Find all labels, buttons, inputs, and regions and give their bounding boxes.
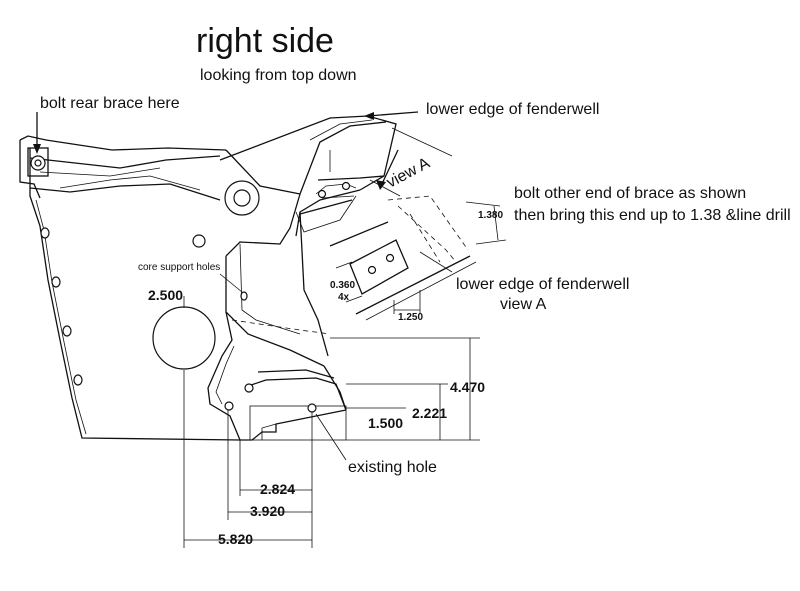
dim-2824: 2.824 <box>260 481 295 497</box>
view-a-extension-2 <box>369 179 401 197</box>
core-support-holes-label: core support holes <box>138 262 220 273</box>
dim-2221: 2.221 <box>412 405 447 421</box>
dim-5820: 5.820 <box>218 531 253 547</box>
brace-body <box>207 115 397 441</box>
large-hole-2500 <box>152 306 216 370</box>
view-a-arrow-label: view A <box>384 155 433 192</box>
dim-0360: 0.360 <box>330 280 355 291</box>
dim-3920: 3.920 <box>250 503 285 519</box>
dim-1250: 1.250 <box>398 312 423 323</box>
edge-holes <box>40 227 248 386</box>
view-a-arrowhead <box>376 180 386 190</box>
rear-brace-arrowhead <box>33 144 41 154</box>
dim-4x: 4x <box>338 292 350 303</box>
rear-brace-label: bolt rear brace here <box>40 95 180 112</box>
view-a-caption: view A <box>500 296 547 313</box>
core-support-outline <box>19 135 301 441</box>
rear-brace-bolt <box>27 147 49 177</box>
bolt-other-end-line1: bolt other end of brace as shown <box>514 185 746 202</box>
bolt-other-end-line2: then bring this end up to 1.38 &line dri… <box>514 207 791 224</box>
view-a-extension-1 <box>391 127 453 157</box>
page-subtitle: looking from top down <box>200 67 357 84</box>
dim-2500: 2.500 <box>148 287 183 303</box>
existing-hole-leader <box>315 413 347 461</box>
fenderwell-view-label: lower edge of fenderwell <box>456 276 629 293</box>
fenderwell-top-label: lower edge of fenderwell <box>426 101 599 118</box>
dim-1500: 1.500 <box>368 415 403 431</box>
fenderwell-leader <box>367 111 419 117</box>
core-support-holes <box>224 291 317 413</box>
fenderwell-arrowhead <box>364 112 374 120</box>
upper-mount-boss <box>224 180 260 216</box>
page-title: right side <box>196 22 334 60</box>
core-support-leader <box>219 273 243 293</box>
existing-hole-label: existing hole <box>348 459 437 476</box>
dimension-lines <box>183 337 480 548</box>
dim-4470: 4.470 <box>450 379 485 395</box>
fenderwell-view-leader <box>419 251 453 273</box>
dim-1380: 1.380 <box>478 210 503 221</box>
view-a-detail <box>299 195 507 321</box>
